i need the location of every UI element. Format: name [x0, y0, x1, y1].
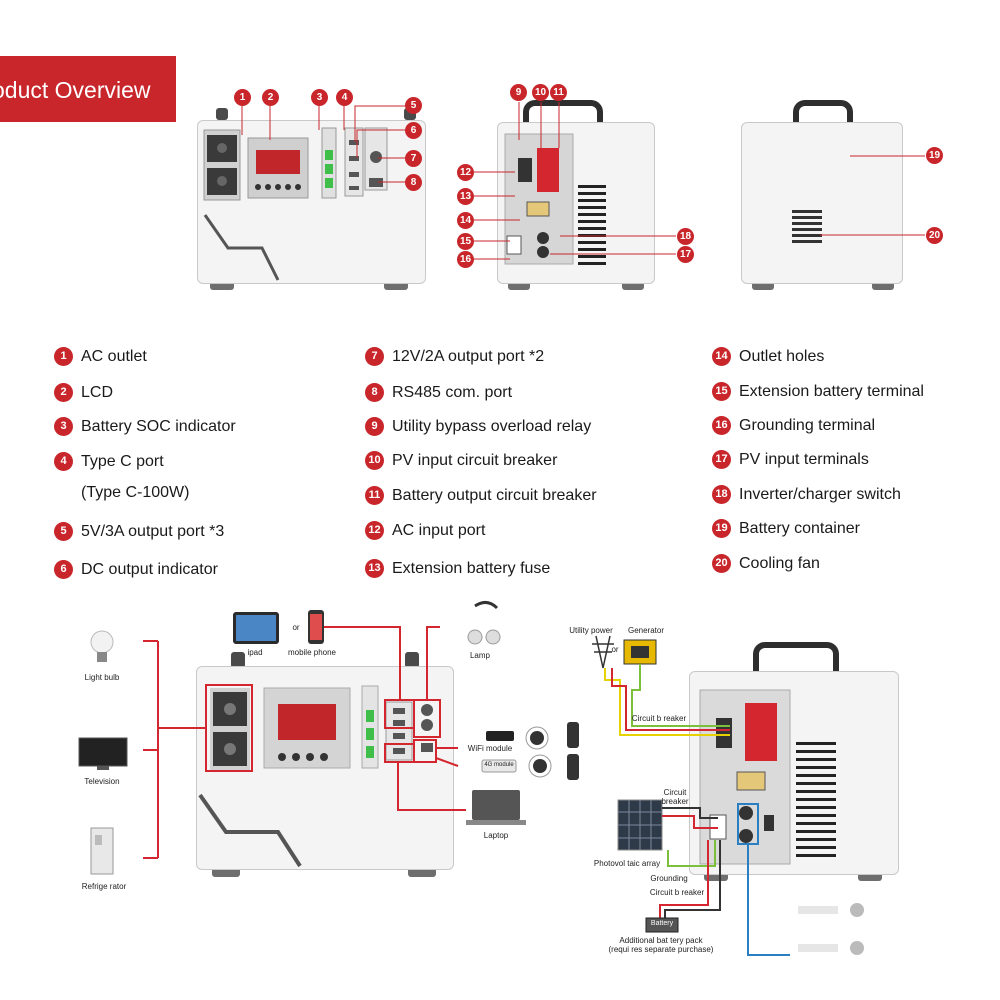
callout-13: 13: [457, 188, 474, 205]
callout-6: 6: [405, 122, 422, 139]
callout-5: 5: [405, 97, 422, 114]
callout-14: 14: [457, 212, 474, 229]
ipad-label: ipad: [247, 648, 263, 657]
callout-10: 10: [532, 84, 549, 101]
additional-battery-note: (requi res separate purchase): [608, 945, 714, 954]
callout-16: 16: [457, 251, 474, 268]
television-label: Television: [84, 777, 120, 786]
callout-20: 20: [926, 227, 943, 244]
circuit-breaker-mid-label-2: breaker: [661, 797, 689, 806]
callout-17: 17: [677, 246, 694, 263]
callout-2: 2: [262, 89, 279, 106]
circuit-breaker-bottom-label: Circuit b reaker: [649, 888, 705, 897]
circuit-breaker-top-label: Circuit b reaker: [631, 714, 687, 723]
callout-8: 8: [405, 174, 422, 191]
refrigerator-label: Refrige rator: [81, 882, 127, 891]
lamp-label: Lamp: [469, 651, 490, 660]
header-banner: [0, 56, 176, 122]
or-label-wiring: or: [611, 645, 619, 654]
callout-19: 19: [926, 147, 943, 164]
callout-15: 15: [457, 233, 474, 250]
callout-1: 1: [234, 89, 251, 106]
mobile-phone-label: mobile phone: [287, 648, 337, 657]
callout-4: 4: [336, 89, 353, 106]
grounding-label: Grounding: [650, 874, 688, 883]
callout-9: 9: [510, 84, 527, 101]
laptop-label: Laptop: [483, 831, 509, 840]
callout-7: 7: [405, 150, 422, 167]
photovoltaic-label: Photovol taic array: [593, 859, 661, 868]
callout-18: 18: [677, 228, 694, 245]
or-label: or: [292, 623, 300, 632]
wifi-module-label: WiFi module: [467, 744, 513, 753]
callout-11: 11: [550, 84, 567, 101]
generator-label: Generator: [627, 626, 665, 635]
callout-3: 3: [311, 89, 328, 106]
light-bulb-label: Light bulb: [84, 673, 120, 682]
4g-module-label: 4G module: [484, 762, 514, 768]
utility-power-label: Utility power: [569, 626, 613, 635]
callout-12: 12: [457, 164, 474, 181]
circuit-breaker-mid-label-1: Circuit: [663, 788, 687, 797]
page-title: oduct Overview: [0, 77, 151, 103]
legend-item-sublabel: (Type C-100W): [81, 484, 190, 501]
additional-battery-label: Additional bat tery pack: [619, 936, 703, 945]
battery-label: Battery: [650, 920, 674, 927]
